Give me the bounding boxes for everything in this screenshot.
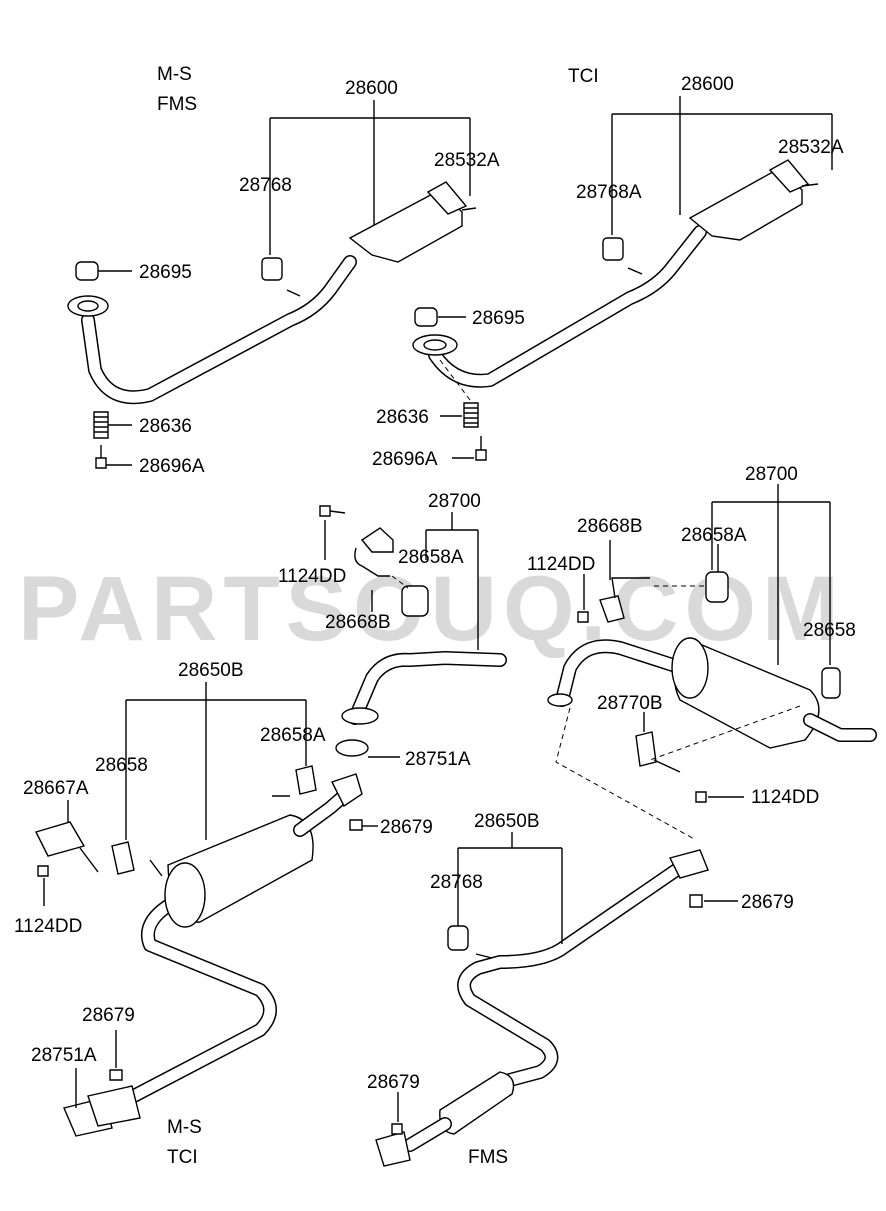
part-label-28768A: 28768A bbox=[576, 182, 642, 203]
center-muffler-ms-tci: 28650B 28658A 28751A 28658 28667A 28679 … bbox=[14, 660, 471, 1168]
hanger-rubber-28768-ms-fms bbox=[261, 257, 283, 281]
flange-fms-rear bbox=[668, 849, 709, 879]
nut-28679-bl bbox=[349, 819, 363, 831]
center-pipe-fms: 28650B 28768 28679 28679 FMS bbox=[367, 811, 794, 1168]
flange-fms-front bbox=[375, 1131, 411, 1167]
nut-28679-bl-b bbox=[109, 1069, 123, 1081]
part-label-1124DD-bl: 1124DD bbox=[14, 916, 82, 937]
nut-28679-br bbox=[689, 894, 703, 908]
part-label-28679-bl-b: 28679 bbox=[82, 1005, 135, 1026]
part-label-28695: 28695 bbox=[139, 262, 192, 283]
gasket-28695-ms-fms bbox=[75, 261, 99, 281]
part-label-28658A-mr: 28658A bbox=[681, 525, 747, 546]
part-label-28658A-mc: 28658A bbox=[398, 547, 464, 568]
part-label-28770B: 28770B bbox=[597, 693, 663, 714]
part-label-28532A: 28532A bbox=[434, 150, 500, 171]
hanger-rubber-28658A-mc bbox=[401, 585, 429, 617]
front-pipe-tci: TCI 28600 28768A 28532A 28695 28636 2869… bbox=[372, 66, 844, 470]
hanger-rubber-28768A-tci bbox=[602, 237, 624, 261]
nut-28679-br-b bbox=[391, 1123, 403, 1135]
part-label-28658-mr: 28658 bbox=[803, 620, 856, 641]
part-label-28650B-br: 28650B bbox=[474, 811, 540, 832]
bracket-28668B-mr bbox=[599, 595, 625, 623]
part-label-28667A: 28667A bbox=[23, 778, 89, 799]
part-label-28600-tci: 28600 bbox=[681, 74, 734, 95]
part-label-28650B-bl: 28650B bbox=[178, 660, 244, 681]
part-label-28636: 28636 bbox=[139, 416, 192, 437]
part-label-28679-br: 28679 bbox=[741, 892, 794, 913]
hanger-rubber-28658-bl bbox=[111, 841, 135, 875]
part-label-28679-bl: 28679 bbox=[380, 817, 433, 838]
variant-label-br: FMS bbox=[468, 1147, 508, 1168]
bracket-28668B-mc bbox=[360, 527, 394, 553]
part-label-28768-br: 28768 bbox=[430, 872, 483, 893]
gasket-28751A-top bbox=[335, 739, 369, 757]
bolt-1124DD-mr bbox=[577, 611, 589, 623]
bracket-28770B bbox=[635, 731, 657, 767]
hanger-rubber-28768-fms bbox=[447, 925, 469, 951]
spring-28636-tci bbox=[463, 402, 479, 428]
part-label-1124DD-mc: 1124DD bbox=[278, 566, 346, 587]
bolt-28696A-ms-fms bbox=[95, 457, 107, 469]
part-label-28751A-bottom: 28751A bbox=[31, 1045, 97, 1066]
rear-muffler-fms: 28700 28668B 28658A 1124DD 28658 28770B … bbox=[527, 464, 877, 841]
part-label-28696A-tci: 28696A bbox=[372, 449, 438, 470]
part-label-28768: 28768 bbox=[239, 175, 292, 196]
part-label-28700-mc: 28700 bbox=[428, 491, 481, 512]
part-label-28668B-mc: 28668B bbox=[325, 612, 391, 633]
tail-pipe-ms-tci: 28700 1124DD 28658A 28668B bbox=[278, 491, 507, 725]
part-label-1124DD-mr: 1124DD bbox=[527, 554, 595, 575]
part-label-28700-mr: 28700 bbox=[745, 464, 798, 485]
gasket-28695-tci bbox=[414, 307, 438, 327]
part-label-1124DD-mr-b: 1124DD bbox=[751, 787, 819, 808]
bolt-1124DD-mc bbox=[319, 505, 331, 517]
part-label-28658-bl: 28658 bbox=[95, 755, 148, 776]
part-label-28695-tci: 28695 bbox=[472, 308, 525, 329]
hanger-rubber-28658A-bl bbox=[295, 765, 317, 795]
variant-label-bl-1: M-S bbox=[167, 1117, 202, 1138]
variant-label-bl-2: TCI bbox=[167, 1147, 198, 1168]
part-label-28668B-mr: 28668B bbox=[577, 516, 643, 537]
part-label-28658A-bl: 28658A bbox=[260, 725, 326, 746]
variant-label-tr: TCI bbox=[568, 66, 599, 87]
hanger-rubber-28658-mr bbox=[821, 667, 841, 699]
variant-label-tl-1: M-S bbox=[157, 64, 192, 85]
hanger-rubber-28658A-mr bbox=[705, 571, 729, 603]
bracket-28667A bbox=[34, 821, 86, 857]
variant-label-tl-2: FMS bbox=[157, 94, 197, 115]
part-label-28636-tci: 28636 bbox=[376, 407, 429, 428]
part-label-28751A-top: 28751A bbox=[405, 749, 471, 770]
front-pipe-ms-fms: M-S FMS 28600 28768 28532A 28695 28636 2… bbox=[67, 64, 500, 477]
part-label-28600: 28600 bbox=[345, 78, 398, 99]
part-label-28696A: 28696A bbox=[139, 456, 205, 477]
bolt-1124DD-bl bbox=[37, 865, 49, 877]
bolt-28696A-tci bbox=[475, 449, 487, 461]
part-label-28679-br-b: 28679 bbox=[367, 1072, 420, 1093]
bolt-1124DD-mr-b bbox=[695, 791, 707, 803]
spring-28636-ms-fms bbox=[93, 411, 109, 439]
part-label-28532A-tci: 28532A bbox=[778, 137, 844, 158]
